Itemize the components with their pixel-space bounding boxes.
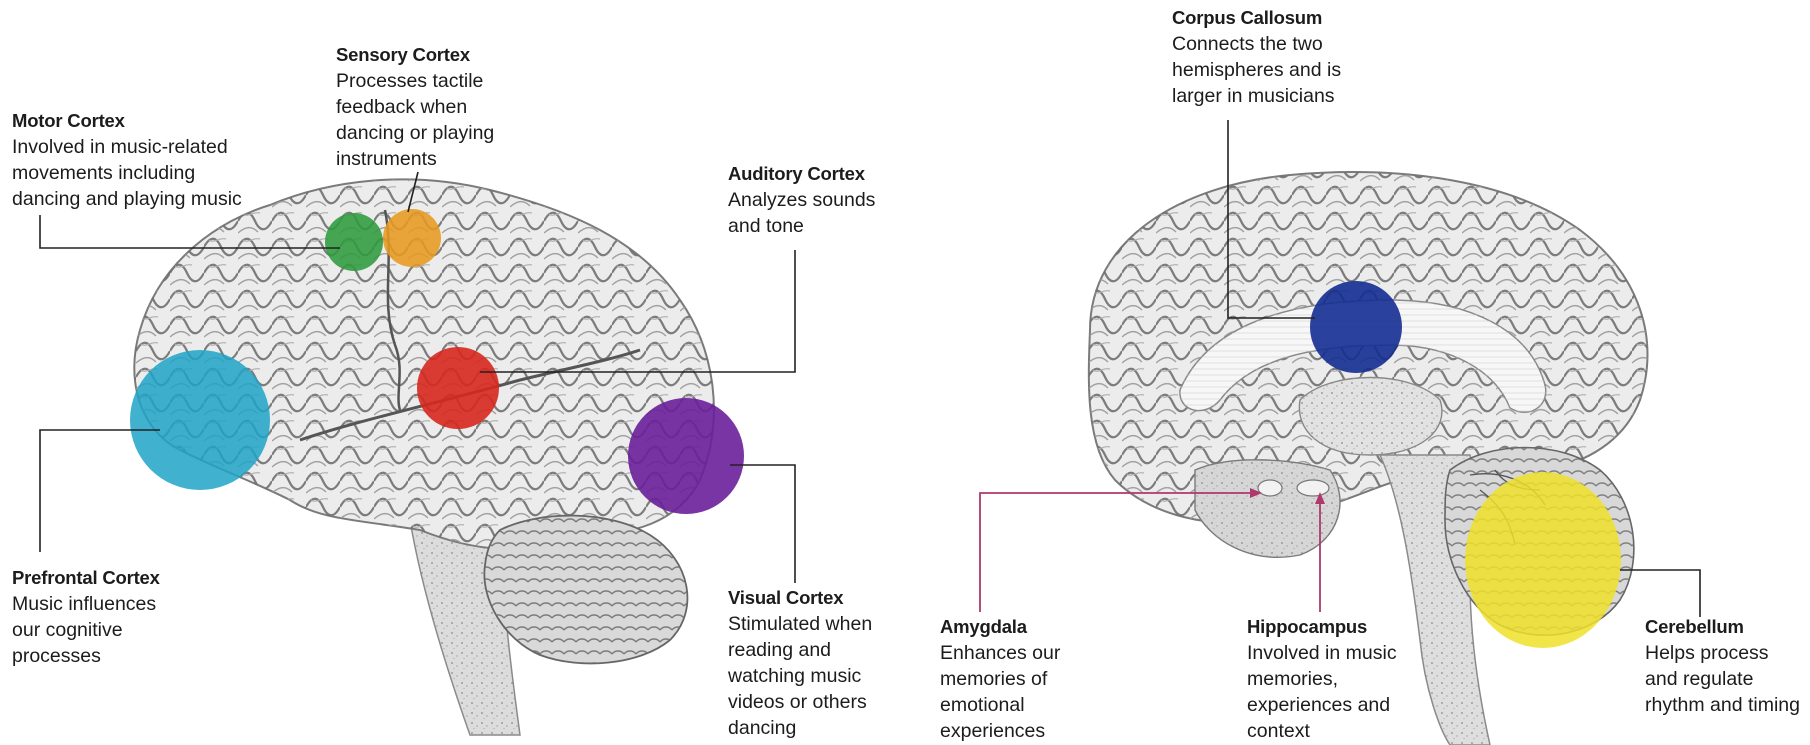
hippocampus-body [1297,480,1329,496]
sensory-cortex-description: Processes tactile feedback when dancing … [336,68,496,172]
auditory-cortex-marker [417,347,499,429]
amygdala-title: Amygdala [940,614,1080,640]
auditory-cortex-description: Analyzes sounds and tone [728,187,888,239]
prefrontal-cortex-marker [130,350,270,490]
cerebellum-leader [1620,570,1700,617]
cerebellum-marker [1465,472,1621,648]
sensory-cortex-marker [383,209,441,267]
cerebellum-title: Cerebellum [1645,614,1805,640]
motor-cortex-marker [325,213,383,271]
amygdala-body [1258,480,1282,496]
prefrontal-cortex-label: Prefrontal Cortex Music influences our c… [12,565,187,669]
visual-cortex-leader [730,465,795,583]
corpus-callosum-description: Connects the two hemispheres and is larg… [1172,31,1357,109]
amygdala-description: Enhances our memories of emotional exper… [940,640,1080,744]
amygdala-label: Amygdala Enhances our memories of emotio… [940,614,1080,744]
cerebellum-description: Helps process and regulate rhythm and ti… [1645,640,1805,718]
prefrontal-cortex-title: Prefrontal Cortex [12,565,187,591]
visual-cortex-description: Stimulated when reading and watching mus… [728,611,878,741]
hippocampus-label: Hippocampus Involved in music memories, … [1247,614,1407,744]
visual-cortex-label: Visual Cortex Stimulated when reading an… [728,585,878,741]
visual-cortex-marker [628,398,744,514]
motor-cortex-description: Involved in music-related movements incl… [12,134,257,212]
sensory-cortex-title: Sensory Cortex [336,42,496,68]
corpus-callosum-marker [1310,281,1402,373]
sensory-cortex-label: Sensory Cortex Processes tactile feedbac… [336,42,496,172]
auditory-cortex-title: Auditory Cortex [728,161,888,187]
prefrontal-cortex-description: Music influences our cognitive processes [12,591,187,669]
cerebellum-label: Cerebellum Helps process and regulate rh… [1645,614,1805,718]
corpus-callosum-title: Corpus Callosum [1172,5,1357,31]
auditory-cortex-label: Auditory Cortex Analyzes sounds and tone [728,161,888,239]
corpus-callosum-label: Corpus Callosum Connects the two hemisph… [1172,5,1357,109]
hippocampus-description: Involved in music memories, experiences … [1247,640,1407,744]
hippocampus-title: Hippocampus [1247,614,1407,640]
visual-cortex-title: Visual Cortex [728,585,878,611]
motor-cortex-title: Motor Cortex [12,108,257,134]
motor-cortex-label: Motor Cortex Involved in music-related m… [12,108,257,212]
